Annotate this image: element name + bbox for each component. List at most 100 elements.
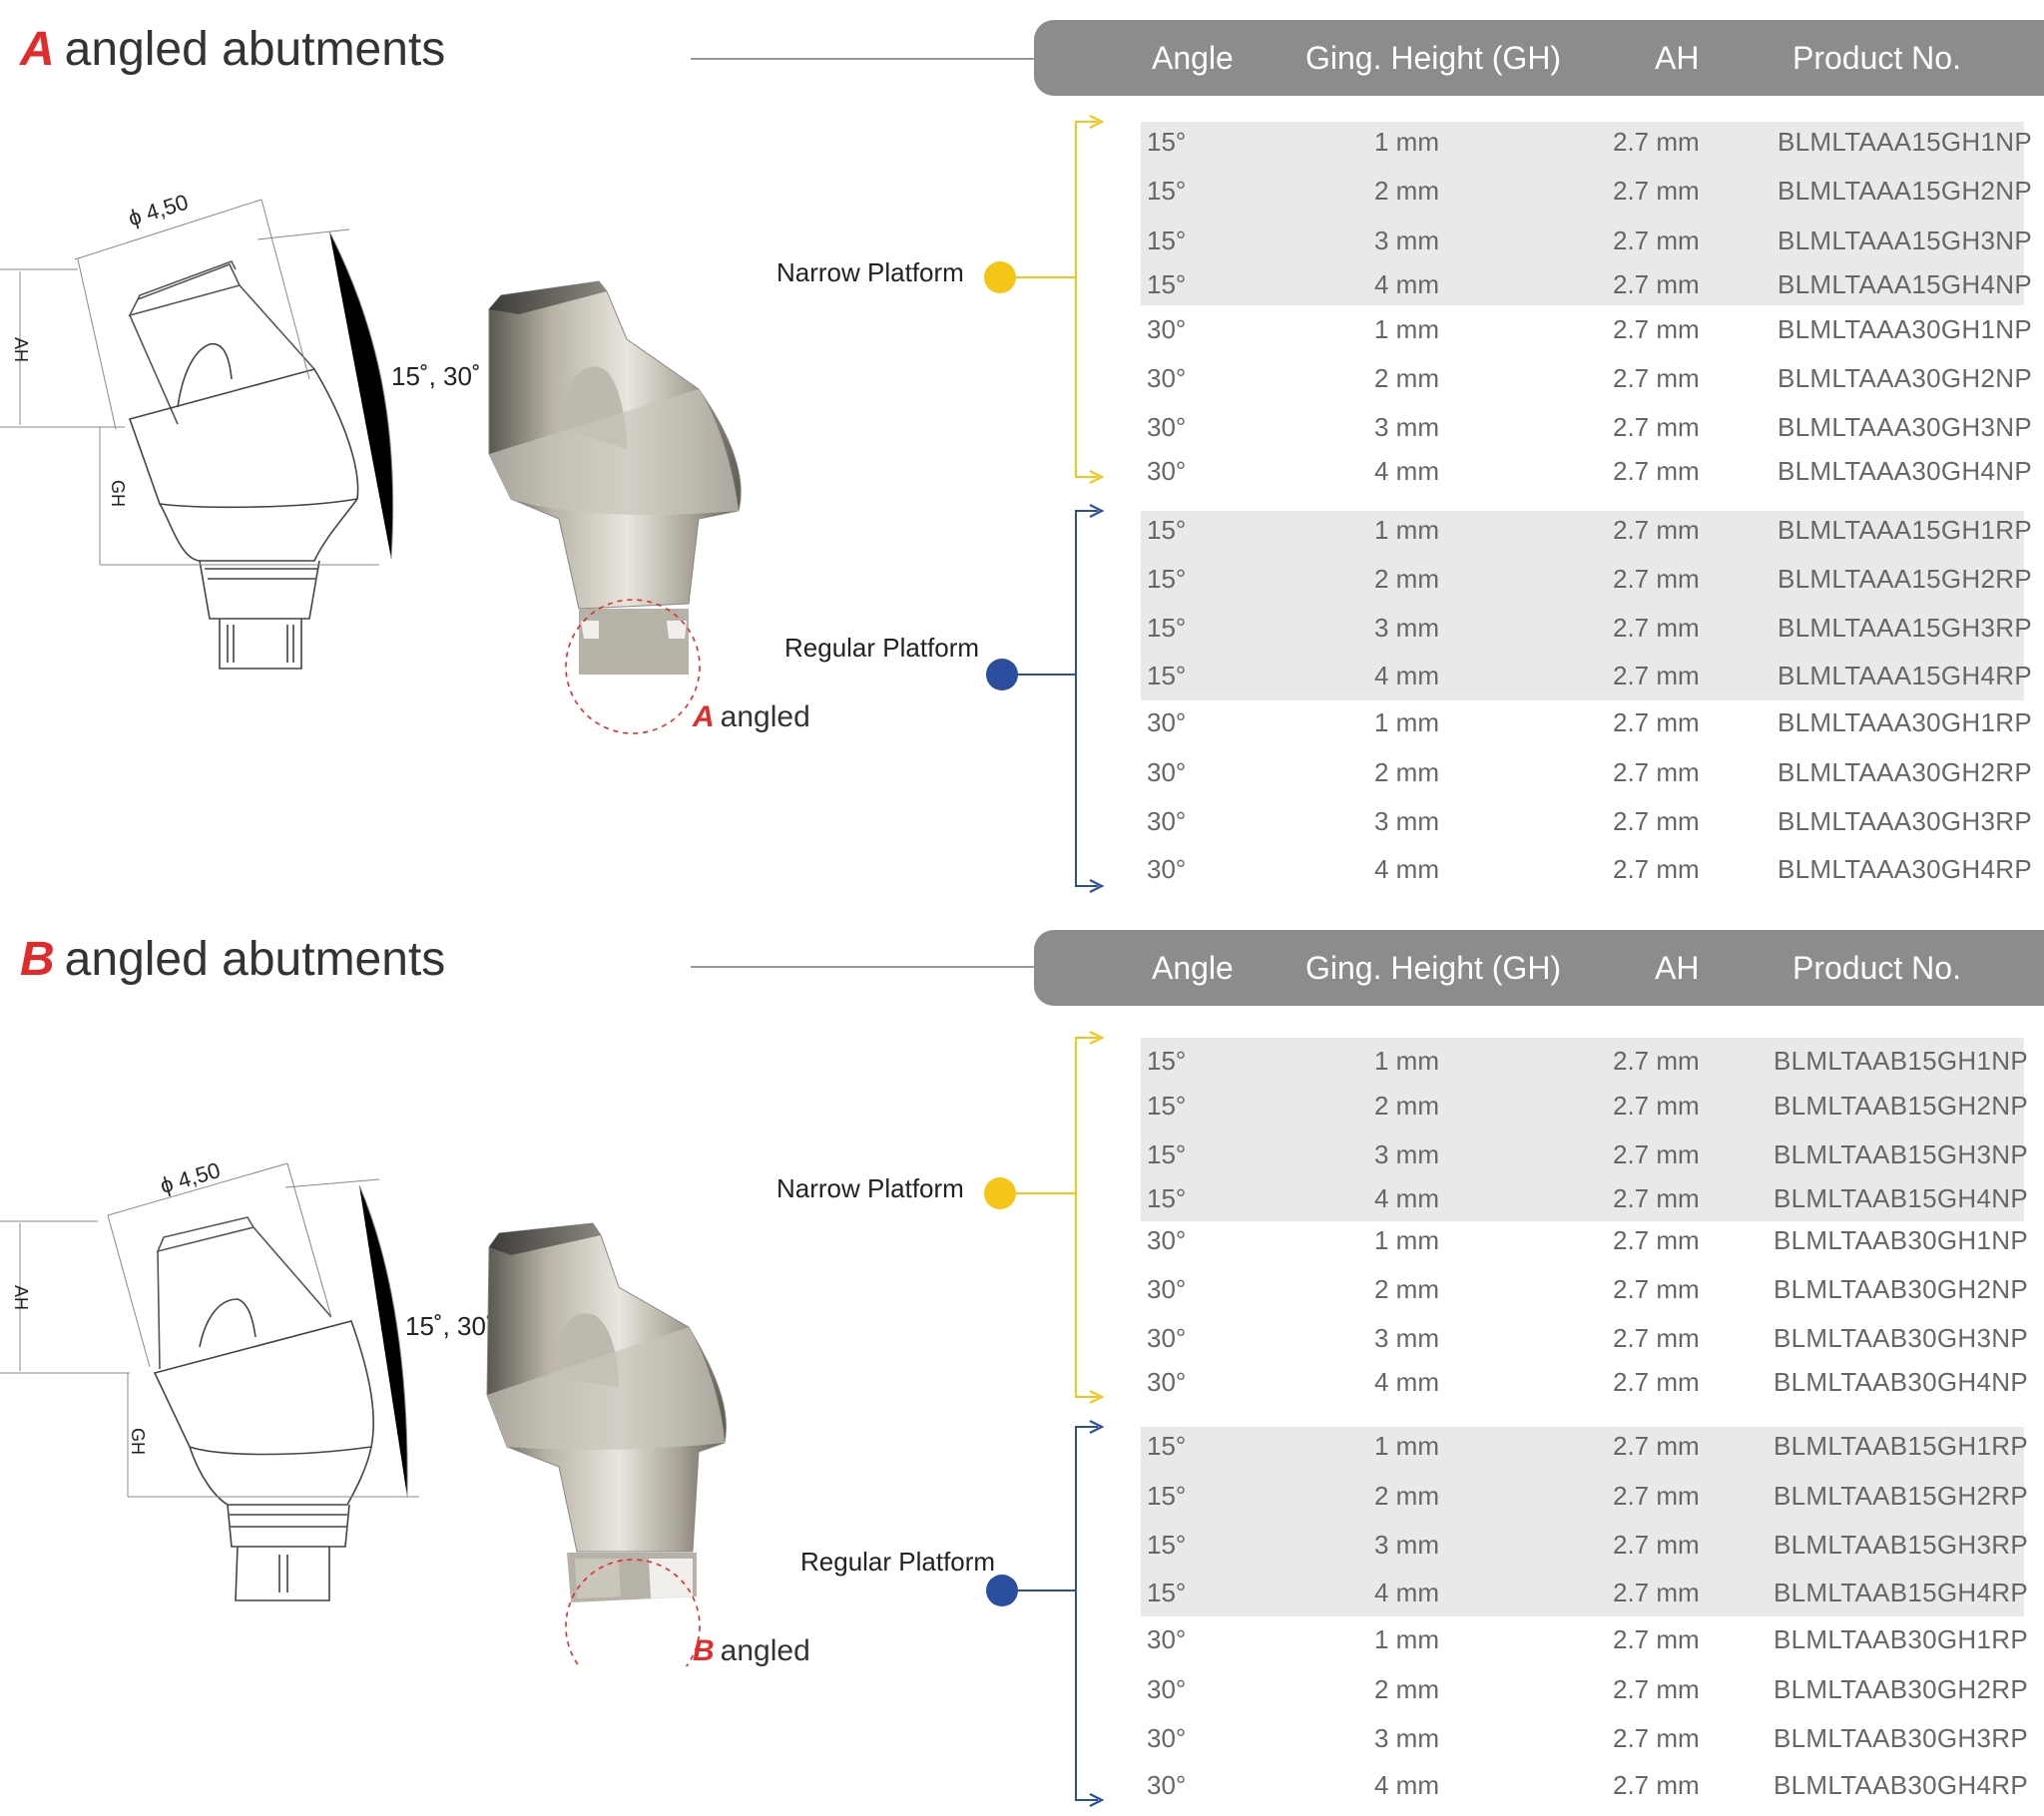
- cell-product-no: BLMLTAAB30GH3NP: [1774, 1323, 2028, 1353]
- cell-angle: 30°: [1147, 806, 1187, 836]
- cell-product-no: BLMLTAAB15GH4NP: [1774, 1183, 2028, 1213]
- cell-angle: 30°: [1147, 1624, 1187, 1654]
- cell-angle: 15°: [1147, 564, 1187, 594]
- cell-angle: 15°: [1147, 1431, 1187, 1461]
- cell-angle: 30°: [1147, 456, 1187, 486]
- cell-angle: 30°: [1147, 707, 1187, 737]
- cell-product-no: BLMLTAAB15GH1RP: [1774, 1431, 2028, 1461]
- cell-product-no: BLMLTAAB30GH4RP: [1774, 1770, 2028, 1800]
- cell-product-no: BLMLTAAB30GH3RP: [1774, 1723, 2028, 1753]
- cell-product-no: BLMLTAAB30GH2RP: [1774, 1674, 2028, 1704]
- cell-ah: 2.7 mm: [1613, 515, 1700, 545]
- platform-brackets-a: [1014, 115, 1105, 893]
- cell-ah: 2.7 mm: [1613, 363, 1700, 393]
- cell-angle: 15°: [1147, 127, 1187, 157]
- cell-angle: 30°: [1147, 1274, 1187, 1304]
- cell-angle: 30°: [1147, 412, 1187, 442]
- section-title-text: angled abutments: [64, 23, 446, 76]
- cell-gh: 4 mm: [1374, 854, 1439, 884]
- cell-angle: 30°: [1147, 757, 1187, 787]
- cell-product-no: BLMLTAAB15GH4RP: [1774, 1578, 2028, 1607]
- abutment-render-a: [488, 280, 742, 734]
- cell-gh: 2 mm: [1374, 564, 1439, 594]
- cell-gh: 2 mm: [1374, 1481, 1439, 1511]
- cell-ah: 2.7 mm: [1613, 1046, 1700, 1076]
- cell-ah: 2.7 mm: [1613, 854, 1700, 884]
- cell-ah: 2.7 mm: [1613, 226, 1700, 255]
- cell-gh: 2 mm: [1374, 1674, 1439, 1704]
- technical-drawing-a: [0, 199, 394, 670]
- callout-text: angled: [720, 700, 810, 733]
- header-ging-height: Ging. Height (GH): [1305, 40, 1562, 76]
- cell-angle: 15°: [1147, 269, 1187, 299]
- cell-gh: 3 mm: [1374, 613, 1439, 643]
- cell-product-no: BLMLTAAB15GH2NP: [1774, 1091, 2028, 1121]
- cell-ah: 2.7 mm: [1613, 1225, 1700, 1255]
- table-header: Angle Ging. Height (GH) AH Product No.: [1034, 930, 2044, 1006]
- cell-product-no: BLMLTAAB15GH3RP: [1774, 1530, 2028, 1560]
- cell-product-no: BLMLTAAB30GH1NP: [1774, 1225, 2028, 1255]
- cell-ah: 2.7 mm: [1613, 1530, 1700, 1560]
- cell-ah: 2.7 mm: [1613, 1770, 1700, 1800]
- platform-label-regular: Regular Platform: [784, 633, 980, 663]
- section-letter: A: [20, 23, 55, 76]
- cell-angle: 15°: [1147, 661, 1187, 690]
- cell-angle: 15°: [1147, 226, 1187, 255]
- cell-angle: 30°: [1147, 1723, 1187, 1753]
- callout-letter: B: [693, 1634, 715, 1667]
- cell-product-no: BLMLTAAA30GH1NP: [1778, 314, 2032, 344]
- header-ging-height: Ging. Height (GH): [1305, 950, 1562, 986]
- cell-gh: 3 mm: [1374, 1139, 1439, 1169]
- cell-gh: 3 mm: [1374, 412, 1439, 442]
- cell-ah: 2.7 mm: [1613, 1091, 1700, 1121]
- cell-ah: 2.7 mm: [1613, 1183, 1700, 1213]
- cell-gh: 1 mm: [1374, 314, 1439, 344]
- cell-angle: 30°: [1147, 1225, 1187, 1255]
- table-band-shaded: [1141, 511, 2024, 700]
- cell-product-no: BLMLTAAA15GH3RP: [1778, 613, 2032, 643]
- cell-product-no: BLMLTAAA15GH1NP: [1778, 127, 2032, 157]
- cell-angle: 30°: [1147, 363, 1187, 393]
- cell-product-no: BLMLTAAB15GH1NP: [1774, 1046, 2028, 1076]
- cell-angle: 15°: [1147, 1578, 1187, 1607]
- cell-product-no: BLMLTAAA15GH3NP: [1778, 226, 2032, 255]
- cell-ah: 2.7 mm: [1613, 757, 1700, 787]
- title-rule: [691, 58, 1035, 60]
- title-rule: [691, 966, 1035, 968]
- cell-gh: 4 mm: [1374, 1183, 1439, 1213]
- cell-ah: 2.7 mm: [1613, 613, 1700, 643]
- cell-ah: 2.7 mm: [1613, 1367, 1700, 1397]
- cell-angle: 15°: [1147, 515, 1187, 545]
- cell-product-no: BLMLTAAA30GH3RP: [1778, 806, 2032, 836]
- cell-ah: 2.7 mm: [1613, 314, 1700, 344]
- table-header: Angle Ging. Height (GH) AH Product No.: [1034, 20, 2044, 96]
- cell-ah: 2.7 mm: [1613, 1323, 1700, 1353]
- header-ah: AH: [1655, 40, 1700, 76]
- cell-gh: 2 mm: [1374, 1091, 1439, 1121]
- table-band-shaded: [1141, 122, 2024, 305]
- cell-gh: 4 mm: [1374, 456, 1439, 486]
